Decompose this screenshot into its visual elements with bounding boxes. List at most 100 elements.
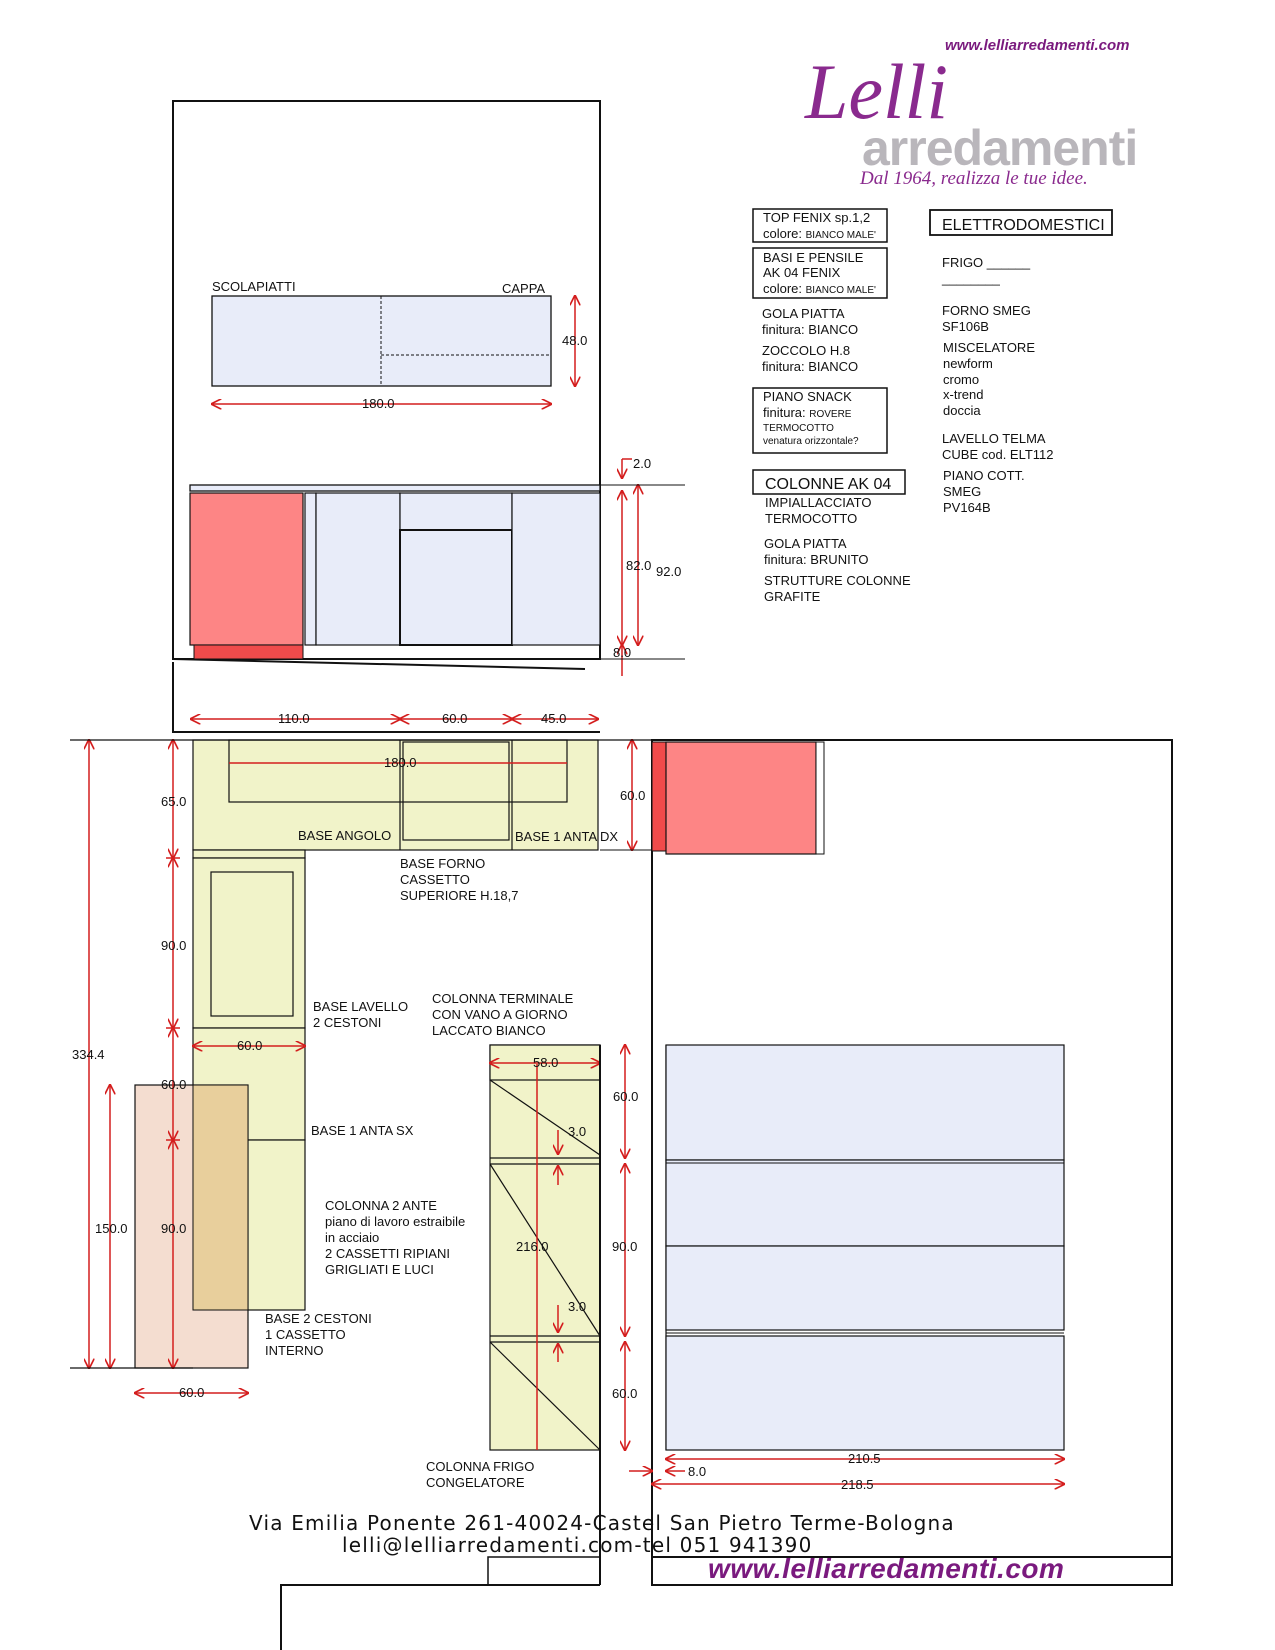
appliance-miscelatore-4: x-trend <box>943 387 983 402</box>
label-colonna-frigo-1: COLONNA FRIGO <box>426 1459 534 1474</box>
brand-script-name: Lelli <box>804 48 948 135</box>
plan-view: BASE ANGOLO BASE 1 ANTA DX BASE FORNO CA… <box>70 739 1173 1586</box>
label-base-forno-2: CASSETTO <box>400 872 470 887</box>
label-colonna-frigo-2: CONGELATORE <box>426 1475 525 1490</box>
appliance-piano-1: PIANO COTT. <box>943 468 1025 483</box>
appliance-miscelatore-5: doccia <box>943 403 981 418</box>
appliance-piano-3: PV164B <box>943 500 991 515</box>
dim-elev-218: 218.5 <box>841 1477 874 1492</box>
label-colonna-2-ante-1: COLONNA 2 ANTE <box>325 1198 437 1213</box>
brand-url-top[interactable]: www.lelliarredamenti.com <box>945 37 1130 54</box>
label-base-2-cestoni-1: BASE 2 CESTONI <box>265 1311 372 1326</box>
label-colonna-terminale-1: COLONNA TERMINALE <box>432 991 574 1006</box>
dim-seg-110: 110.0 <box>278 711 310 726</box>
dim-col-58: 58.0 <box>533 1055 558 1070</box>
dim-top-thick: 2.0 <box>633 456 651 471</box>
label-base-2-cestoni-3: INTERNO <box>265 1343 324 1358</box>
label-base-2-cestoni-2: 1 CASSETTO <box>265 1327 346 1342</box>
appliance-lavello-2: CUBE cod. ELT112 <box>942 447 1054 462</box>
label-colonna-2-ante-5: GRIGLIATI E LUCI <box>325 1262 434 1277</box>
brand-logo: www.lelliarredamenti.com Lelli arredamen… <box>804 37 1138 189</box>
appliance-miscelatore-3: cromo <box>943 372 979 387</box>
footer-url[interactable]: www.lelliarredamenti.com <box>708 1553 1064 1584</box>
dim-island-60: 60.0 <box>179 1385 204 1400</box>
appliance-frigo: FRIGO ______ <box>942 255 1031 270</box>
label-base-angolo: BASE ANGOLO <box>298 828 391 843</box>
oven-unit <box>399 529 513 646</box>
spec-top-fenix-label: colore: <box>763 226 806 241</box>
spec-gola2-2: finitura: BRUNITO <box>764 552 869 567</box>
oven-plan <box>402 741 510 841</box>
label-cappa: CAPPA <box>502 281 545 296</box>
spec-box-basi-pensile <box>752 247 888 299</box>
column-elevation-mid <box>665 1159 1065 1247</box>
spec-snack-1: PIANO SNACK <box>763 389 852 404</box>
spec-basi-value: BIANCO MALE' <box>806 285 876 296</box>
spec-basi-2: AK 04 FENIX <box>763 265 841 280</box>
label-scolapiatti: SCOLAPIATTI <box>212 279 296 294</box>
base-lavello <box>192 857 306 1029</box>
oven-drawer <box>399 492 513 531</box>
spec-strutture-1: STRUTTURE COLONNE <box>764 573 911 588</box>
dim-elev-210: 210.5 <box>848 1451 881 1466</box>
sink-plan <box>210 871 294 1017</box>
elevation-view: SCOLAPIATTI CAPPA 180.0 48.0 2.0 <box>172 100 685 733</box>
appliance-forno-2: SF106B <box>942 319 989 334</box>
label-base-1-anta-dx: BASE 1 ANTA DX <box>515 829 618 844</box>
label-colonna-2-ante-3: in acciaio <box>325 1230 379 1245</box>
label-colonna-2-ante-4: 2 CASSETTI RIPIANI <box>325 1246 450 1261</box>
base-door <box>315 492 401 646</box>
dim-elev-8: 8.0 <box>688 1464 706 1479</box>
dim-plinth: 8.0 <box>613 645 631 660</box>
label-colonna-2-ante-2: piano di lavoro estraibile <box>325 1214 465 1229</box>
dim-col-60-a: 60.0 <box>613 1089 638 1104</box>
label-base-lavello-2: 2 CESTONI <box>313 1015 381 1030</box>
spec-snack-4: venatura orizzontale? <box>763 436 859 447</box>
column-elevation-top <box>665 1044 1065 1161</box>
column-run <box>489 1044 601 1451</box>
dim-depth-60-top: 60.0 <box>620 788 645 803</box>
appliance-title: ELETTRODOMESTICI <box>942 217 1105 234</box>
dim-col-60-b: 60.0 <box>612 1386 637 1401</box>
dim-seg-45: 45.0 <box>541 711 566 726</box>
spec-basi-label: colore: <box>763 281 806 296</box>
label-colonna-terminale-2: CON VANO A GIORNO <box>432 1007 568 1022</box>
dim-left-60: 60.0 <box>161 1077 186 1092</box>
spec-colonne-1: IMPIALLACCIATO <box>765 495 871 510</box>
dim-base-height: 82.0 <box>626 558 651 573</box>
footer-address: Via Emilia Ponente 261-40024-Castel San … <box>249 1511 955 1535</box>
label-base-1-anta-sx: BASE 1 ANTA SX <box>311 1123 414 1138</box>
red-base-plan <box>665 741 817 855</box>
dim-wall-height: 48.0 <box>562 333 587 348</box>
spec-gola2-1: GOLA PIATTA <box>764 536 847 551</box>
appliance-miscelatore-2: newform <box>943 356 993 371</box>
appliance-miscelatore-1: MISCELATORE <box>943 340 1035 355</box>
appliance-list: ELETTRODOMESTICI FRIGO ______ ________ F… <box>929 209 1113 515</box>
red-plinth <box>193 644 304 660</box>
dim-gap-3-a: 3.0 <box>568 1124 586 1139</box>
dim-depth-65: 65.0 <box>161 794 186 809</box>
spec-snack-label: finitura: <box>763 405 809 420</box>
dim-seg-60: 60.0 <box>442 711 467 726</box>
top-base-row <box>192 739 599 851</box>
dim-top-run: 180.0 <box>384 755 417 770</box>
worktop <box>189 484 601 492</box>
spec-snack-value: ROVERE <box>809 409 852 420</box>
label-base-forno-1: BASE FORNO <box>400 856 485 871</box>
spec-snack-2: finitura: ROVERE <box>763 405 852 420</box>
label-base-forno-3: SUPERIORE H.18,7 <box>400 888 519 903</box>
appliance-lavello-1: LAVELLO TELMA <box>942 431 1046 446</box>
dim-run-90-a: 90.0 <box>161 938 186 953</box>
footer-contact[interactable]: lelli@lelliarredamenti.com-tel 051 94139… <box>342 1533 813 1557</box>
spec-zoccolo-1: ZOCCOLO H.8 <box>762 343 850 358</box>
spec-top-fenix-1: TOP FENIX sp.1,2 <box>763 210 870 225</box>
spec-strutture-2: GRAFITE <box>764 589 821 604</box>
spec-colonne-title: COLONNE AK 04 <box>765 476 891 493</box>
appliance-piano-2: SMEG <box>943 484 981 499</box>
dim-total-height: 92.0 <box>656 564 681 579</box>
spec-gola-2: finitura: BIANCO <box>762 322 858 337</box>
dim-base-60: 60.0 <box>237 1038 262 1053</box>
dim-gap-3-b: 3.0 <box>568 1299 586 1314</box>
label-colonna-terminale-3: LACCATO BIANCO <box>432 1023 546 1038</box>
